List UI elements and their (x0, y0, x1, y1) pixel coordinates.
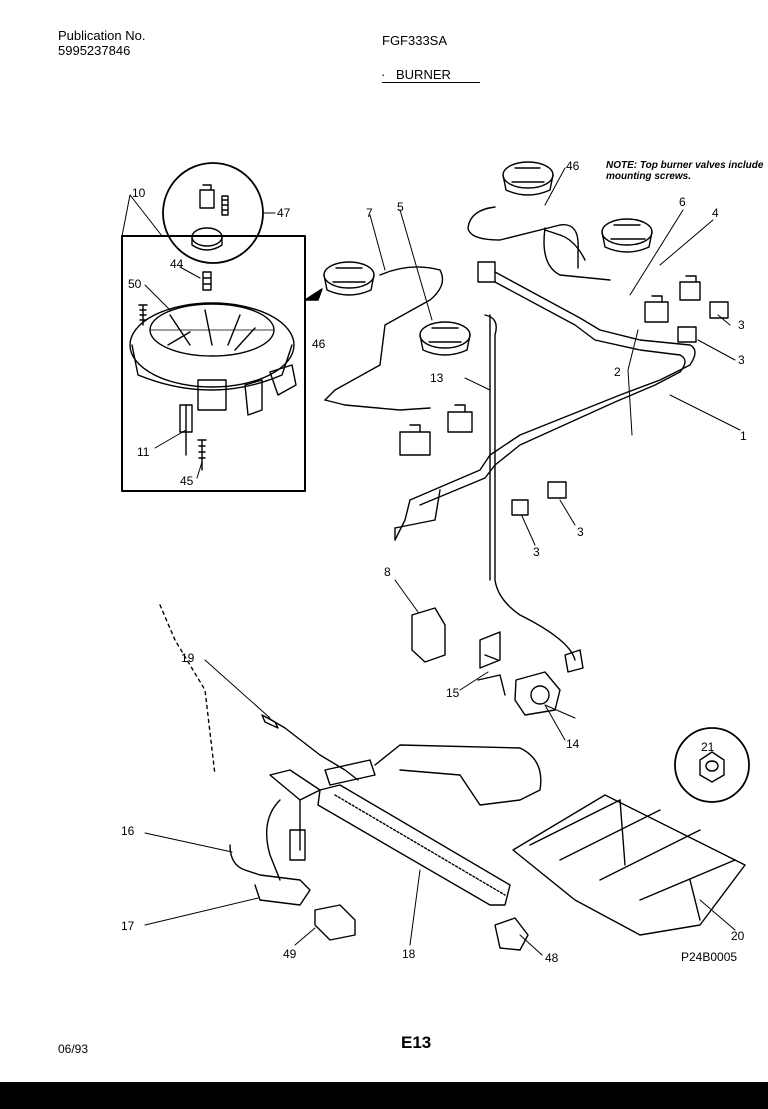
callout-3-c: 3 (577, 525, 584, 539)
section-bullet: · (381, 67, 386, 82)
callout-11: 11 (137, 445, 150, 459)
callout-6: 6 (679, 195, 686, 209)
section-title: BURNER (396, 67, 451, 82)
screw-parts (138, 184, 229, 471)
callout-3-d: 3 (533, 545, 540, 559)
header-rule (382, 82, 480, 83)
callout-13: 13 (430, 371, 444, 385)
callout-3-b: 3 (738, 353, 745, 367)
callout-49: 49 (283, 947, 297, 961)
callout-3-a: 3 (738, 318, 745, 332)
callout-46-top: 46 (566, 159, 580, 173)
callout-50: 50 (128, 277, 142, 291)
ignitor-wire (159, 604, 359, 781)
callout-44: 44 (170, 257, 184, 271)
leader-lines (121, 167, 741, 956)
callout-17: 17 (121, 919, 135, 933)
scan-border-bottom (0, 1082, 768, 1109)
note-text: NOTE: Top burner valves include mounting… (606, 160, 764, 182)
oven-baffle (512, 794, 746, 936)
burner-base-assembly (129, 302, 297, 416)
callout-19: 19 (181, 651, 195, 665)
callout-4: 4 (712, 206, 719, 220)
publication-label: Publication No. (58, 28, 146, 43)
model-number: FGF333SA (382, 33, 448, 48)
pressure-regulator (411, 607, 584, 716)
callout-21: 21 (701, 740, 715, 754)
callout-15: 15 (446, 686, 460, 700)
burner-valves (399, 275, 729, 516)
detail-circle-47 (162, 162, 264, 264)
callout-20: 20 (731, 929, 745, 943)
callout-46-left: 46 (312, 337, 326, 351)
callout-14: 14 (566, 737, 580, 751)
callout-5: 5 (397, 200, 404, 214)
oven-burner-assembly (229, 744, 542, 951)
publication-date: 06/93 (58, 1042, 89, 1056)
callout-10: 10 (132, 186, 146, 200)
callout-18: 18 (402, 947, 416, 961)
callout-47: 47 (277, 206, 291, 220)
callout-7: 7 (366, 206, 373, 220)
callout-16: 16 (121, 824, 135, 838)
publication-number: 5995237846 (58, 43, 131, 58)
top-burner-heads (323, 161, 653, 356)
callout-45: 45 (180, 474, 194, 488)
callout-2: 2 (614, 365, 621, 379)
manifold-pipe (394, 261, 696, 541)
gas-tubing (324, 206, 611, 661)
detail-pointer (304, 288, 323, 301)
callout-1: 1 (740, 429, 747, 443)
detail-inset-box (121, 235, 306, 492)
illustration-part-code: P24B0005 (681, 950, 738, 964)
callout-8: 8 (384, 565, 391, 579)
callout-48: 48 (545, 951, 559, 965)
page-number: E13 (401, 1033, 432, 1052)
detail-circle-21 (674, 727, 750, 803)
